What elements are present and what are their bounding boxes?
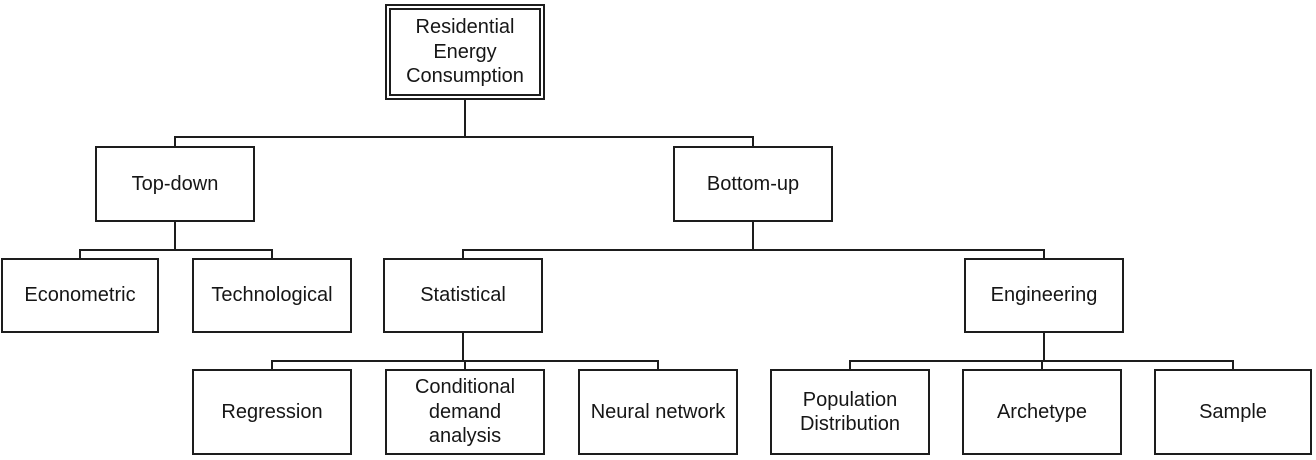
node-label: Technological bbox=[211, 284, 333, 307]
node-label: Residential Energy Consumption bbox=[406, 16, 524, 88]
node-label: Bottom-up bbox=[706, 172, 800, 195]
node-label: Sample bbox=[1199, 400, 1267, 423]
node-conditional-demand-analysis: Conditional demand analysis bbox=[385, 369, 545, 455]
node-label: Engineering bbox=[990, 284, 1098, 307]
node-residential-energy-consumption: Residential Energy Consumption bbox=[385, 4, 545, 100]
node-sample: Sample bbox=[1154, 369, 1312, 455]
root-inner-border: Residential Energy Consumption bbox=[389, 8, 541, 96]
node-technological: Technological bbox=[192, 258, 352, 333]
node-top-down: Top-down bbox=[95, 146, 255, 222]
node-label: Regression bbox=[221, 400, 323, 423]
node-label: Population Distribution bbox=[799, 388, 901, 435]
node-regression: Regression bbox=[192, 369, 352, 455]
node-label: Neural network bbox=[590, 400, 726, 423]
node-label: Statistical bbox=[420, 284, 506, 307]
node-neural-network: Neural network bbox=[578, 369, 738, 455]
node-label: Econometric bbox=[24, 284, 136, 307]
node-bottom-up: Bottom-up bbox=[673, 146, 833, 222]
node-statistical: Statistical bbox=[383, 258, 543, 333]
node-econometric: Econometric bbox=[1, 258, 159, 333]
node-label: Conditional demand analysis bbox=[414, 376, 516, 448]
node-label: Archetype bbox=[996, 400, 1088, 423]
node-label: Top-down bbox=[131, 172, 219, 195]
node-population-distribution: Population Distribution bbox=[770, 369, 930, 455]
node-archetype: Archetype bbox=[962, 369, 1122, 455]
node-engineering: Engineering bbox=[964, 258, 1124, 333]
